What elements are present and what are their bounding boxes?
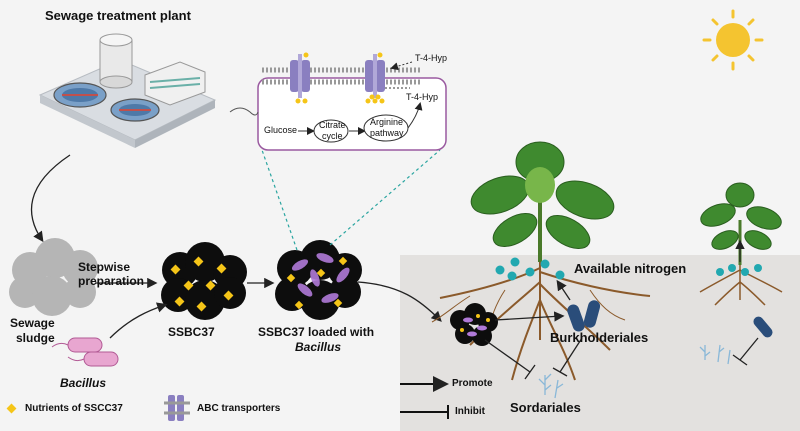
arrow-biochar-burkholderiales	[494, 311, 565, 322]
sordariales-label: Sordariales	[510, 400, 581, 415]
preparation-label: preparation	[78, 274, 145, 288]
arrow-arginine-t4hyp	[407, 102, 423, 129]
sewage-label: Sewage	[10, 316, 55, 330]
abc-transporter-2	[365, 54, 385, 98]
legend-transporter-icon	[164, 395, 190, 421]
t4hyp-mid-label: T-4-Hyp	[406, 92, 439, 102]
arginine-label-2: pathway	[370, 128, 404, 138]
legend-promote-label: Promote	[452, 378, 493, 389]
citrate-node	[313, 119, 349, 143]
pathway-box	[257, 77, 447, 151]
sun-icon	[702, 9, 764, 71]
loaded-label-line1: SSBC37 loaded with	[258, 325, 375, 339]
abc-transporter-1	[290, 54, 310, 98]
cell-membrane-tail	[229, 107, 259, 116]
loaded-label-line2: Bacillus	[295, 340, 342, 354]
legend-inhibit-label: Inhibit	[455, 406, 485, 417]
glucose-label: Glucose	[264, 125, 298, 135]
sewage-sludge-blob	[9, 238, 98, 316]
stepwise-label: Stepwise	[78, 260, 131, 274]
sewage-plant-label: Sewage treatment plant	[45, 8, 191, 23]
arrow-loaded-to-soil	[357, 281, 442, 322]
zoom-line-left	[261, 149, 298, 251]
sewage-plant-illustration	[38, 33, 217, 148]
bacillus-label: Bacillus	[60, 376, 107, 390]
burkholderiales-label: Burkholderiales	[550, 330, 649, 345]
nutrient-dots	[295, 52, 385, 104]
arrow-plant-to-sludge	[30, 154, 71, 243]
sludge-label: sludge	[16, 331, 55, 345]
ssbc37-loaded-biochar	[275, 240, 362, 320]
ssbc37-biochar	[161, 242, 247, 320]
sordariales-fungi	[538, 344, 731, 399]
burkholderiales-bacteria	[567, 300, 773, 338]
citrate-label-1: Citrate	[319, 120, 346, 130]
bacillus-cells	[51, 337, 119, 367]
inhibit-lines	[484, 337, 759, 380]
t4hyp-import-arrow	[390, 61, 413, 71]
arrow-bacillus-to-biochar	[109, 302, 168, 339]
t4hyp-top-label: T-4-Hyp	[415, 53, 448, 63]
legend-abc-label: ABC transporters	[197, 403, 281, 414]
ssbc37-label: SSBC37	[168, 325, 215, 339]
zoom-line-right	[329, 149, 441, 246]
legend-nutrient-label: Nutrients of SSCC37	[25, 403, 123, 414]
arginine-label-1: Arginine	[370, 117, 404, 127]
citrate-label-2: cycle	[322, 131, 343, 141]
nitrogen-label: Available nitrogen	[574, 261, 687, 276]
nitrogen-dots	[495, 257, 762, 281]
legend-nutrient-icon	[6, 403, 17, 414]
arrow-burkholderiales-nitrogen	[556, 279, 571, 301]
